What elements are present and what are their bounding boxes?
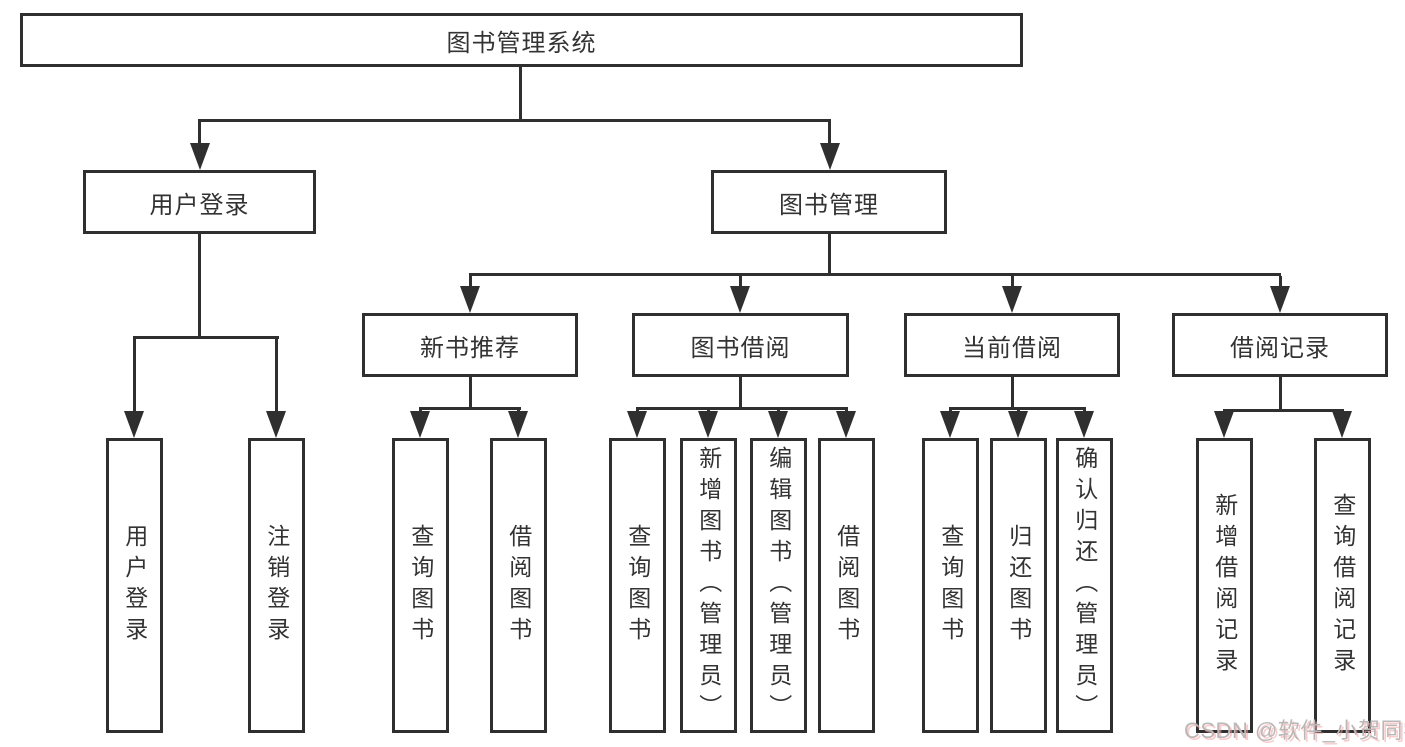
node-leaf-bb-borrow-books-label: 借阅图书: [833, 523, 860, 648]
node-new-book-recommend: 新书推荐: [362, 313, 578, 377]
node-leaf-cb-return-books-label: 归还图书: [1005, 523, 1032, 648]
node-leaf-bb-query-books: 查询图书: [609, 438, 666, 733]
node-leaf-nb-borrow-books-label: 借阅图书: [505, 523, 532, 648]
arrowhead-icon: [410, 411, 430, 438]
connector-line: [133, 339, 136, 413]
node-leaf-bb-add-books: 新增图书（管理员）: [680, 438, 737, 733]
node-leaf-bb-borrow-books: 借阅图书: [818, 438, 875, 733]
node-leaf-bb-edit-books-label: 编辑图书（管理员）: [765, 446, 792, 725]
connector-line: [636, 407, 848, 410]
connector-line: [419, 407, 521, 410]
node-leaf-cb-return-books: 归还图书: [990, 438, 1047, 733]
arrowhead-icon: [1270, 286, 1290, 313]
node-leaf-bb-edit-books: 编辑图书（管理员）: [750, 438, 807, 733]
node-leaf-cb-confirm-return-label: 确认归还（管理员）: [1071, 446, 1098, 725]
connector-line: [519, 67, 522, 119]
arrowhead-icon: [266, 411, 286, 438]
arrowhead-icon: [508, 411, 528, 438]
connector-line: [469, 273, 1281, 276]
node-leaf-br-add-record-label: 新增借阅记录: [1211, 492, 1238, 679]
connector-line: [1223, 409, 1344, 412]
node-book-management-label: 图书管理: [779, 191, 879, 219]
node-leaf-br-query-record-label: 查询借阅记录: [1329, 492, 1356, 679]
node-leaf-br-add-record: 新增借阅记录: [1196, 438, 1253, 733]
arrowhead-icon: [1332, 411, 1352, 438]
connector-line: [275, 339, 278, 413]
node-leaf-user-login: 用户登录: [106, 438, 163, 733]
node-leaf-bb-add-books-label: 新增图书（管理员）: [695, 446, 722, 725]
node-leaf-bb-query-books-label: 查询图书: [624, 523, 651, 648]
node-leaf-cb-query-books: 查询图书: [922, 438, 979, 733]
connector-line: [198, 234, 201, 336]
node-borrowing-records-label: 借阅记录: [1230, 334, 1330, 362]
node-leaf-cb-query-books-label: 查询图书: [937, 523, 964, 648]
connector-line: [198, 119, 831, 122]
connector-line: [1011, 377, 1014, 407]
arrowhead-icon: [1008, 411, 1028, 438]
arrowhead-icon: [730, 286, 750, 313]
connector-line: [1011, 276, 1014, 287]
arrowhead-icon: [1074, 411, 1094, 438]
node-user-login: 用户登录: [83, 170, 316, 234]
node-book-borrowing: 图书借阅: [632, 313, 849, 377]
connector-line: [828, 234, 831, 273]
connector-line: [1279, 377, 1282, 409]
node-user-login-label: 用户登录: [149, 191, 250, 219]
connector-line: [469, 276, 472, 287]
arrowhead-icon: [820, 143, 840, 170]
node-leaf-cb-confirm-return: 确认归还（管理员）: [1056, 438, 1113, 733]
arrowhead-icon: [768, 411, 788, 438]
node-leaf-nb-query-books-label: 查询图书: [407, 523, 434, 648]
node-leaf-logout-label: 注销登录: [263, 523, 290, 648]
node-current-borrowing-label: 当前借阅: [962, 334, 1062, 362]
node-leaf-br-query-record: 查询借阅记录: [1314, 438, 1371, 733]
connector-line: [469, 377, 472, 407]
arrowhead-icon: [190, 143, 210, 170]
arrowhead-icon: [698, 411, 718, 438]
node-borrowing-records: 借阅记录: [1172, 313, 1388, 377]
connector-line: [828, 122, 831, 144]
arrowhead-icon: [836, 411, 856, 438]
node-leaf-logout: 注销登录: [248, 438, 305, 733]
node-book-borrowing-label: 图书借阅: [690, 334, 791, 362]
connector-line: [1279, 276, 1282, 287]
arrowhead-icon: [940, 411, 960, 438]
connector-line: [133, 336, 279, 339]
csdn-watermark: CSDN @软件_小贺同学: [1184, 718, 1405, 743]
connector-line: [198, 122, 201, 144]
node-new-book-recommend-label: 新书推荐: [420, 334, 520, 362]
arrowhead-icon: [627, 411, 647, 438]
node-book-management: 图书管理: [711, 170, 947, 234]
node-leaf-nb-query-books: 查询图书: [392, 438, 449, 733]
arrowhead-icon: [460, 286, 480, 313]
arrowhead-icon: [124, 411, 144, 438]
connector-line: [739, 377, 742, 407]
node-root: 图书管理系统: [20, 13, 1023, 67]
connector-line: [949, 407, 1086, 410]
arrowhead-icon: [1002, 286, 1022, 313]
node-root-label: 图书管理系统: [446, 29, 597, 57]
node-current-borrowing: 当前借阅: [904, 313, 1120, 377]
node-leaf-user-login-label: 用户登录: [121, 523, 148, 648]
arrowhead-icon: [1214, 411, 1234, 438]
connector-line: [739, 276, 742, 287]
node-leaf-nb-borrow-books: 借阅图书: [490, 438, 547, 733]
